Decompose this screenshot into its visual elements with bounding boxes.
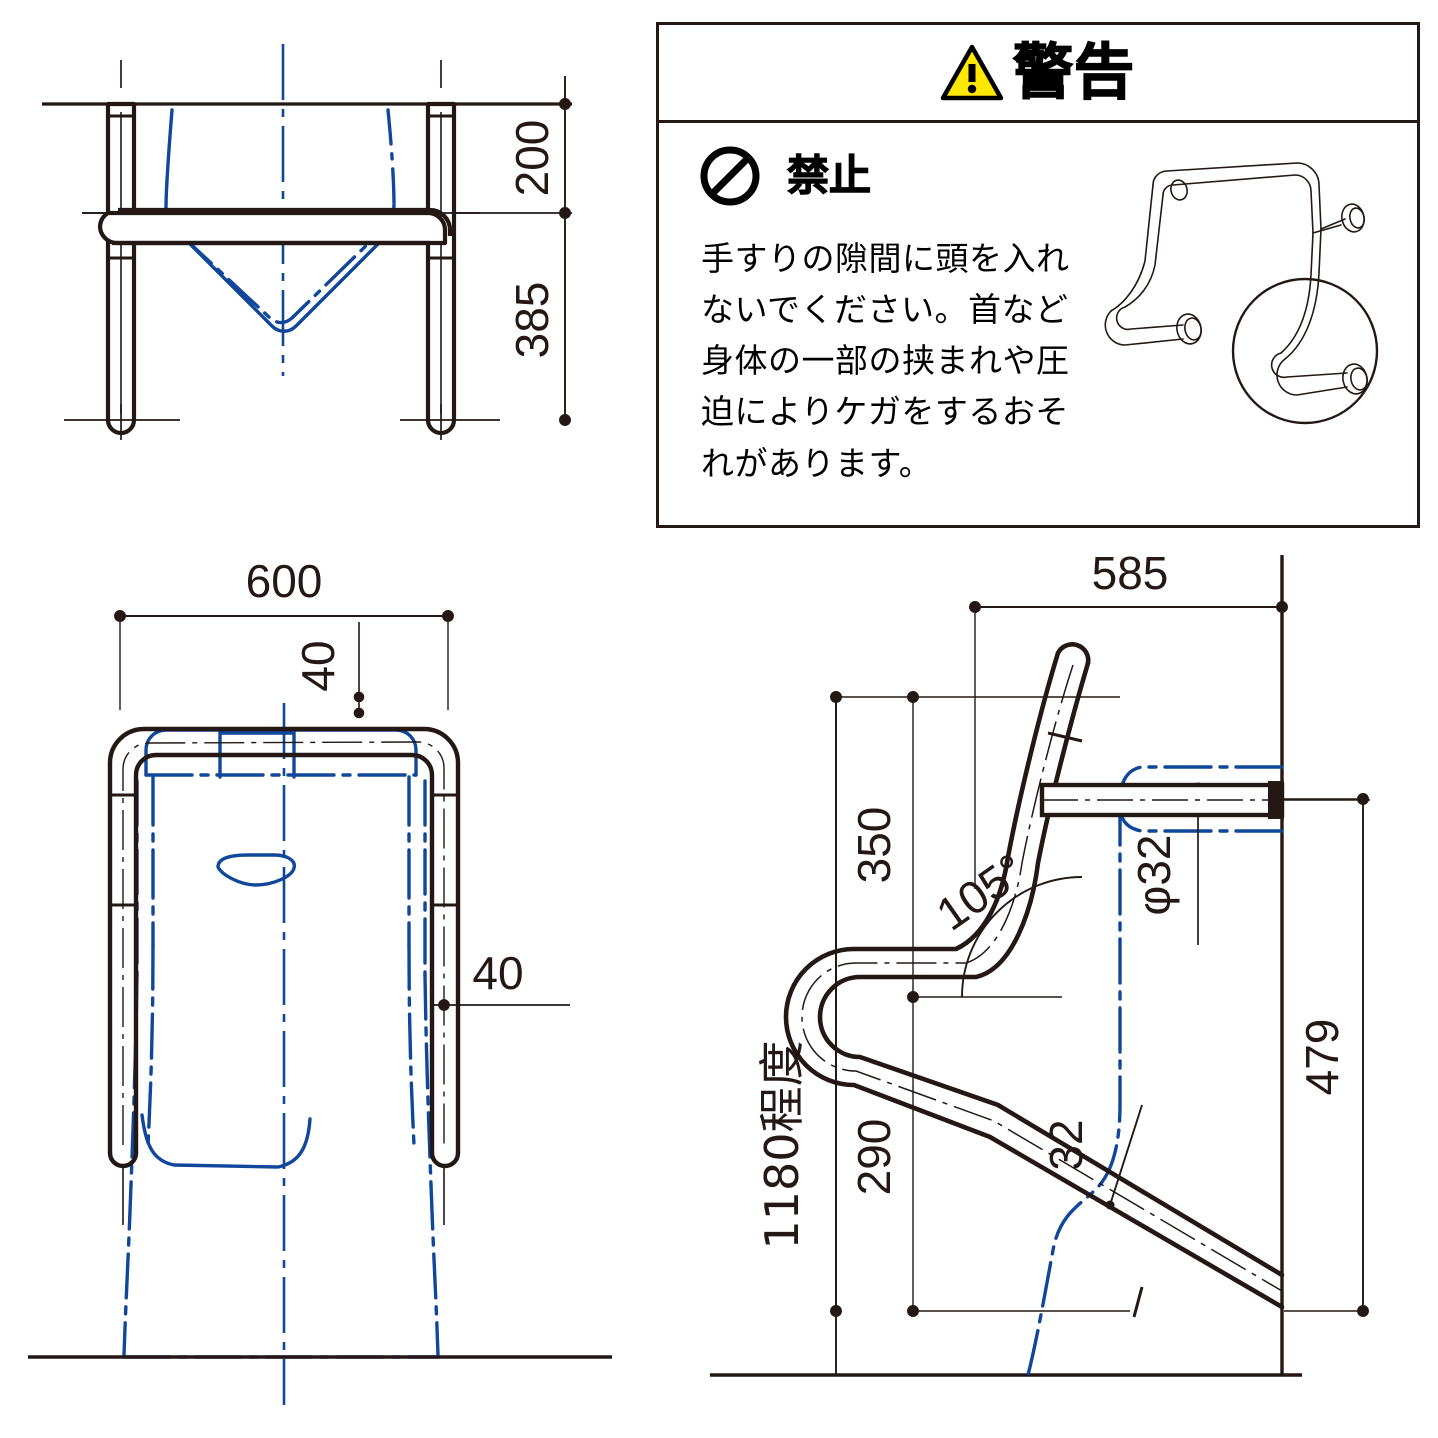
wall-plate [1268, 781, 1284, 819]
dimension-385: 385 [506, 282, 558, 359]
side-elevation-view: 585 350 290 1180程度 [690, 545, 1438, 1425]
handrail-cross-bar [97, 210, 448, 246]
dimension-32-leader [1109, 1104, 1143, 1206]
handrail-isometric-illustration [1104, 162, 1379, 425]
dimension-350: 350 [848, 807, 900, 884]
warning-message: 手すりの隙間に頭を入れないでください。首など身体の一部の挟まれや圧迫によりケガを… [701, 239, 1070, 483]
dimension-479: 479 [1296, 1019, 1348, 1096]
dimension-helper-lines [64, 60, 572, 440]
dimension-585: 585 [1092, 547, 1169, 599]
handrail-plan-outline [107, 726, 461, 1169]
warning-box: 警告 禁止 手すりの隙間に頭を入れないでください。首など身体の一部の挟まれや圧迫… [656, 22, 1420, 528]
prohibition-circle-icon [700, 146, 760, 206]
dimension-290: 290 [848, 1119, 900, 1196]
angle-arc-105 [961, 876, 1083, 998]
handrail-center-line [801, 664, 1283, 1292]
dimension-1180: 1180程度 [755, 1040, 809, 1249]
dimension-600-line [114, 610, 454, 710]
dimension-600: 600 [246, 555, 323, 607]
dimension-40-top: 40 [292, 640, 344, 691]
prohibition-row: 禁止 [699, 145, 872, 207]
prohibition-label: 禁止 [786, 151, 872, 200]
dimension-40-top-line [353, 622, 365, 719]
urinal-plan-outline-blue [122, 728, 440, 1359]
plan-view: 600 40 [0, 545, 640, 1425]
dimension-chain [559, 76, 571, 426]
handrail-side-outline [783, 642, 1285, 1310]
dimension-phi32: φ32 [1128, 835, 1180, 916]
dimension-479-line [1284, 793, 1369, 1317]
dimension-40-right-line [432, 999, 570, 1011]
dimension-585-line [969, 601, 1288, 889]
warning-header: 警告 [659, 25, 1417, 123]
front-elevation-view: 200 385 [0, 0, 640, 500]
tube-center-lines [122, 741, 445, 1145]
dimension-40-right: 40 [472, 947, 523, 999]
warning-title: 警告 [1012, 37, 1135, 108]
dimension-200: 200 [506, 120, 558, 197]
warning-triangle-icon [940, 44, 1004, 100]
warning-body: 禁止 手すりの隙間に頭を入れないでください。首など身体の一部の挟まれや圧迫により… [659, 123, 1417, 525]
